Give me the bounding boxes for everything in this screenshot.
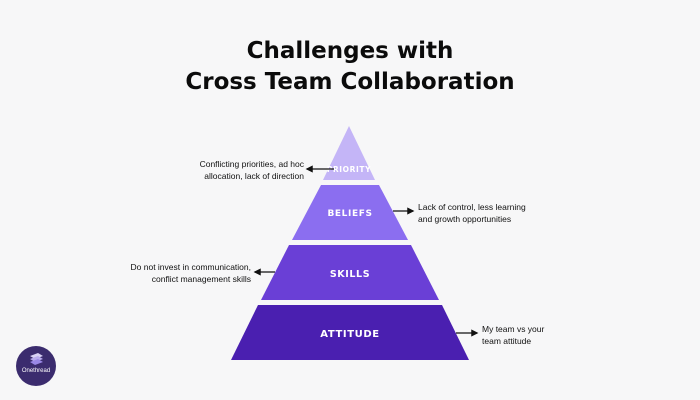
note-priority-line-1: Conflicting priorities, ad hoc	[199, 159, 304, 169]
onethread-logo: Onethread	[16, 346, 56, 386]
note-skills-line-2: conflict management skills	[151, 273, 251, 284]
stacked-layers-icon	[30, 353, 43, 365]
pyramid-label-beliefs: BELIEFS	[327, 209, 372, 219]
note-priority: Conflicting priorities, ad hoc allocatio…	[162, 159, 304, 182]
pyramid-label-skills: SKILLS	[330, 269, 370, 280]
page-title: Challenges with Cross Team Collaboration	[0, 36, 700, 98]
pyramid-level-attitude	[231, 305, 469, 360]
note-skills: Do not invest in communication, conflict…	[100, 262, 251, 285]
pyramid-level-beliefs	[292, 185, 408, 240]
note-beliefs-line-1: Lack of control, less learning	[418, 202, 526, 212]
note-beliefs: Lack of control, less learning and growt…	[418, 202, 568, 225]
note-priority-line-2: allocation, lack of direction	[204, 170, 304, 181]
pyramid-level-skills	[261, 245, 439, 300]
note-attitude-line-2: team attitude	[482, 335, 532, 346]
logo-text: Onethread	[21, 368, 51, 374]
note-attitude-line-1: My team vs your	[482, 324, 545, 334]
note-attitude: My team vs your team attitude	[482, 324, 602, 347]
title-line-2: Cross Team Collaboration	[185, 69, 515, 95]
pyramid-level-priority	[323, 126, 375, 180]
note-beliefs-line-2: and growth opportunities	[418, 213, 512, 224]
pyramid-label-attitude: ATTITUDE	[320, 329, 379, 340]
pyramid-label-priority: PRIORITY	[327, 165, 371, 174]
title-line-1: Challenges with	[246, 38, 454, 64]
note-skills-line-1: Do not invest in communication,	[130, 262, 251, 272]
